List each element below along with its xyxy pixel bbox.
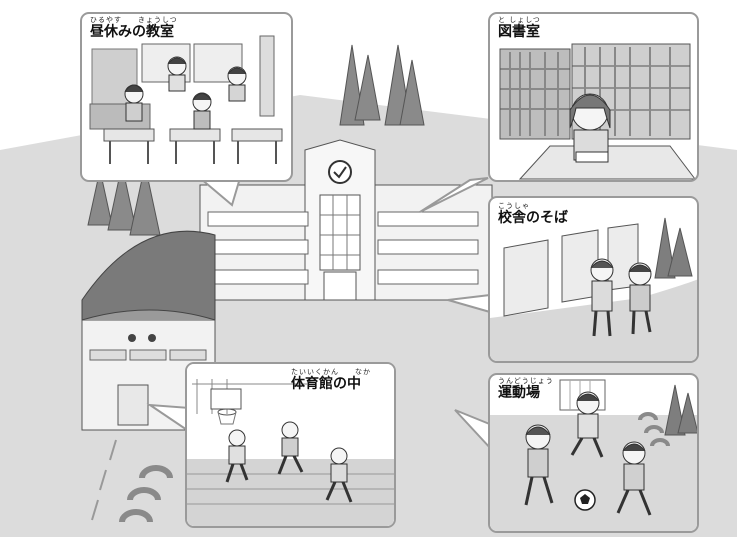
pole-row xyxy=(91,439,117,521)
field-illustration xyxy=(490,379,697,531)
gym-building xyxy=(81,230,216,431)
panel-title-classroom: ひるやす きょうしつ 昼休みの教室 xyxy=(90,16,178,40)
ruby-gym: たいいくかん なか xyxy=(291,368,371,376)
panel-title-field: うんどうじょう 運動場 xyxy=(498,377,554,401)
panel-title-library: と しょしつ 図書室 xyxy=(498,16,541,40)
label-library: 図書室 xyxy=(498,24,540,40)
gym-illustration xyxy=(187,364,394,526)
panel-gym: たいいくかん なか 体育館の中 xyxy=(185,362,396,528)
ruby-classroom: ひるやす きょうしつ xyxy=(90,16,178,24)
label-field: 運動場 xyxy=(498,385,540,401)
ruby-field: うんどうじょう xyxy=(498,377,554,385)
panel-library: と しょしつ 図書室 xyxy=(488,12,699,182)
main-building xyxy=(199,139,493,301)
callout-pointers xyxy=(146,177,493,453)
reading-girl xyxy=(569,93,611,163)
panel-classroom: ひるやす きょうしつ 昼休みの教室 xyxy=(80,12,293,182)
label-gym: 体育館の中 xyxy=(291,376,361,392)
panel-schoolside: こうしゃ 校舎のそば xyxy=(488,196,699,363)
playing-children xyxy=(524,391,652,516)
label-schoolside: 校舎のそば xyxy=(498,210,568,226)
tree-group-left xyxy=(87,164,161,236)
tree-group-top xyxy=(339,44,425,126)
ruby-library: と しょしつ xyxy=(498,16,541,24)
library-illustration xyxy=(499,43,697,180)
panel-title-schoolside: こうしゃ 校舎のそば xyxy=(498,202,568,226)
arch-row xyxy=(119,465,173,523)
classroom-illustration xyxy=(89,35,283,164)
label-classroom: 昼休みの教室 xyxy=(90,24,174,40)
child-figures xyxy=(124,56,247,130)
running-children xyxy=(225,421,353,503)
two-children xyxy=(590,258,652,337)
panel-title-gym: たいいくかん なか 体育館の中 xyxy=(291,368,371,392)
schoolside-illustration xyxy=(490,217,697,361)
field-arches xyxy=(638,412,670,447)
ruby-schoolside: こうしゃ xyxy=(498,202,530,210)
panel-field: うんどうじょう 運動場 xyxy=(488,373,699,533)
